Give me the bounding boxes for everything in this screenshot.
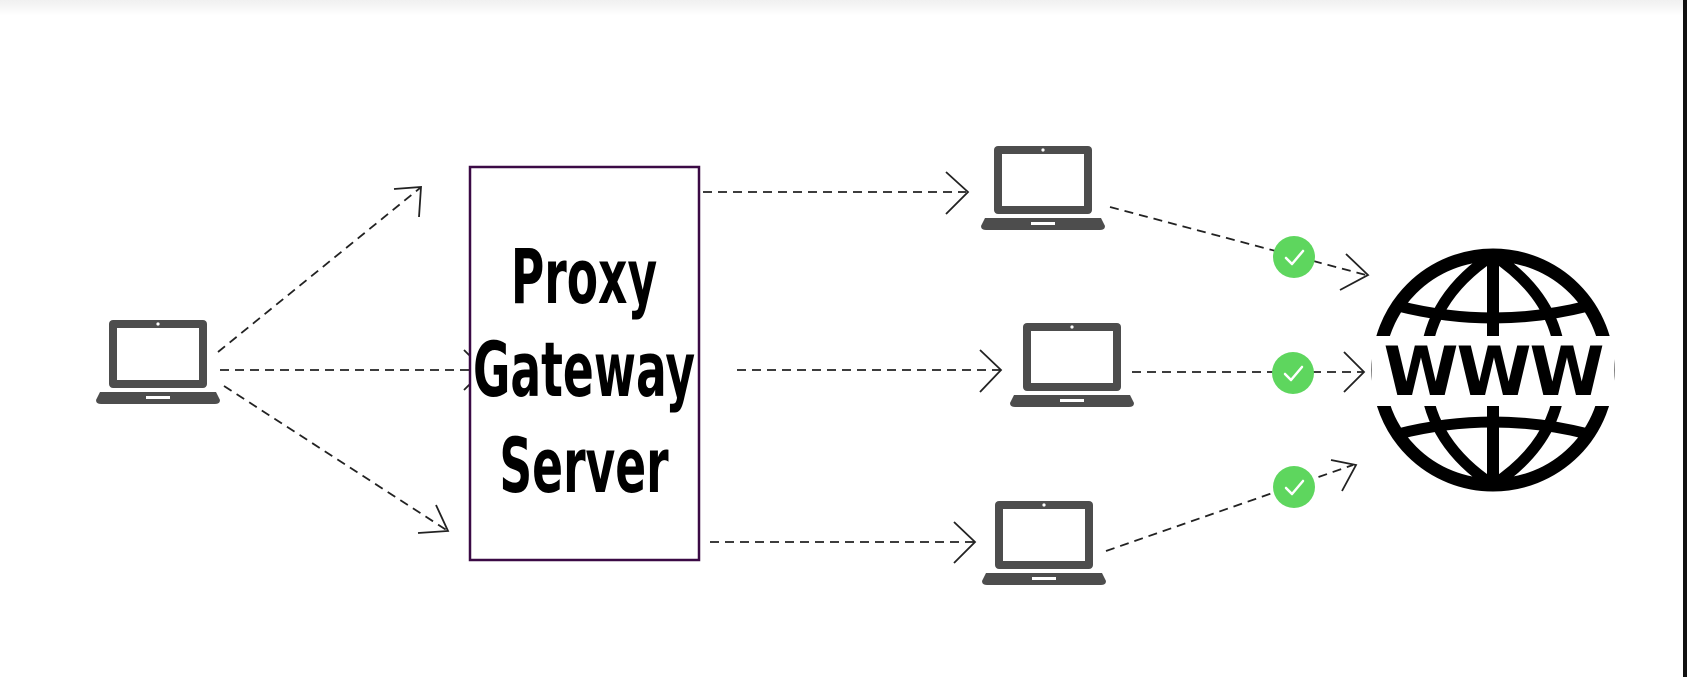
arrow-to-node-1-head <box>945 171 970 215</box>
top-band <box>0 0 1687 16</box>
gateway-box <box>468 165 701 562</box>
check-circle-icon <box>1272 235 1316 279</box>
client-arrows <box>217 186 486 534</box>
arrow-to-www-1-head <box>1339 253 1370 291</box>
arrow-to-node-2-head <box>979 349 1003 393</box>
check-circle-icon <box>1271 351 1315 395</box>
arrow-top-line <box>217 187 421 353</box>
gateway-label-line-3: Server <box>499 422 668 511</box>
proxy-node-1-laptop-icon <box>981 146 1105 230</box>
proxy-node-3-laptop-icon <box>982 501 1106 585</box>
arrow-to-www-2-head <box>1343 351 1366 393</box>
globe-icon: WWW <box>1371 248 1615 492</box>
right-edge <box>1683 0 1687 677</box>
client-laptop-icon <box>96 320 220 404</box>
gateway-label-line-2: Gateway <box>473 326 695 415</box>
gateway-label-line-1: Proxy <box>511 233 657 322</box>
arrow-top-head <box>393 186 422 218</box>
arrow-bottom-line <box>223 385 449 532</box>
arrow-to-node-3-head <box>953 521 977 564</box>
gateway-arrows <box>703 171 1003 564</box>
internet-arrows <box>1105 206 1370 552</box>
check-circle-icon <box>1272 465 1316 509</box>
proxy-node-2-laptop-icon <box>1010 323 1134 407</box>
arrow-to-www-3-head <box>1330 459 1358 492</box>
arrow-bottom-head <box>417 504 450 534</box>
www-label: WWW <box>1383 333 1602 412</box>
arrow-to-www-1-line <box>1109 206 1367 276</box>
gateway-label: Proxy Gateway Server <box>473 233 695 511</box>
arrow-to-www-3-line <box>1105 464 1354 552</box>
